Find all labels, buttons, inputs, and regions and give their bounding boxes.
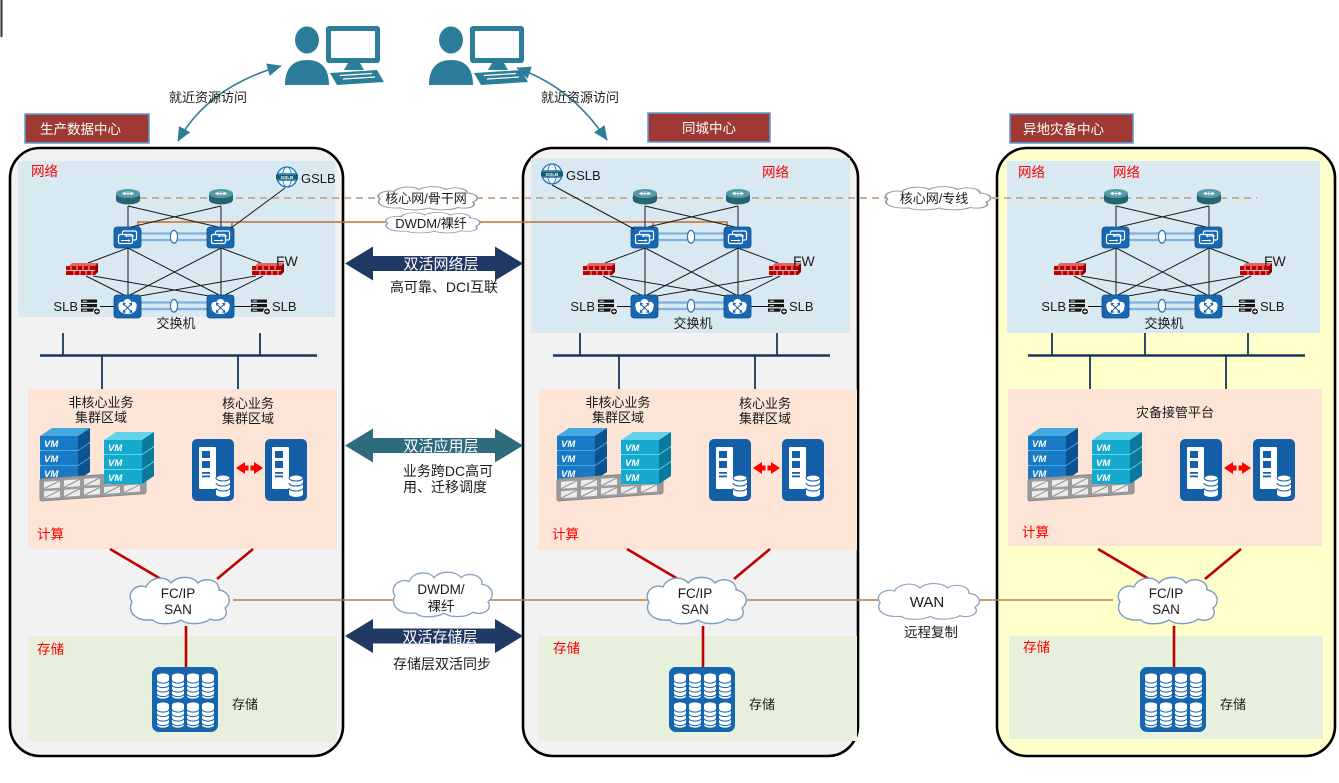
dc1-core-title1: 核心业务: [222, 396, 274, 411]
dc2-network-label: 网络: [762, 165, 790, 180]
wan-label: WAN: [910, 594, 944, 611]
dc3-network-label-right: 网络: [1113, 165, 1141, 180]
dc2-noncore-title2: 集群区域: [592, 410, 644, 425]
dc1-network-label: 网络: [31, 164, 58, 179]
dc3-dr-platform-title: 灾备接管平台: [1136, 405, 1214, 420]
dc3-compute-label: 计算: [1022, 525, 1049, 540]
dedicated-cloud-label: 核心网/专线: [900, 191, 969, 206]
backbone-cloud-label: 核心网/骨干网: [385, 191, 467, 206]
app-layer-label: 双活应用层: [403, 437, 478, 455]
dc1-noncore-title2: 集群区域: [75, 410, 127, 425]
access-arrow-1: [177, 63, 282, 142]
dc3-bus: [1028, 333, 1305, 389]
dc2-compute-label: 计算: [552, 527, 579, 542]
dwdm-top-label: DWDM/裸纤: [395, 216, 467, 231]
dc1-gslb-label: GSLB: [301, 171, 336, 186]
dc1-title: 生产数据中心: [24, 113, 150, 144]
svg-text:同城中心: 同城中心: [682, 121, 736, 136]
dc3-title: 异地灾备中心: [1009, 113, 1134, 144]
dc2-title: 同城中心: [647, 112, 771, 143]
access-label-1: 就近资源访问: [169, 90, 247, 105]
user-2: [428, 25, 529, 86]
dc1-storage-label: 存储: [37, 642, 64, 657]
dc2-noncore-title1: 非核心业务: [585, 395, 650, 410]
dwdm-mid-label1: DWDM/: [417, 582, 464, 597]
dc2-gslb-line: [551, 184, 635, 230]
user-1: [284, 25, 385, 86]
dc2-core-title2: 集群区域: [739, 411, 791, 426]
remote-replication-label: 远程复制: [904, 624, 958, 640]
dc1-noncore-title1: 非核心业务: [68, 395, 133, 410]
svg-text:生产数据中心: 生产数据中心: [40, 122, 121, 137]
dc2-core-title1: 核心业务: [739, 396, 791, 411]
storage-layer-label: 双活存储层: [402, 629, 477, 646]
network-layer-label: 双活网络层: [403, 256, 478, 273]
dc3-network-label-left: 网络: [1018, 165, 1046, 180]
app-layer-desc2: 用、迁移调度: [403, 479, 487, 495]
dc3-storage-label: 存储: [1023, 640, 1050, 655]
dc1-bus: [40, 333, 317, 389]
access-arrow-2: [516, 66, 608, 141]
svg-text:异地灾备中心: 异地灾备中心: [1023, 121, 1104, 137]
storage-layer-desc: 存储层双活同步: [393, 656, 491, 672]
network-layer-desc: 高可靠、DCI互联: [390, 279, 498, 295]
dwdm-mid-label2: 裸纤: [428, 599, 455, 614]
dc2-bus: [553, 333, 830, 389]
dc1-gslb-line: [230, 187, 286, 229]
access-label-2: 就近资源访问: [541, 90, 619, 105]
app-layer-desc1: 业务跨DC高可: [403, 463, 493, 479]
dc2-gslb-label: GSLB: [566, 168, 601, 183]
dc1-core-title2: 集群区域: [222, 411, 274, 426]
dc1-compute-label: 计算: [37, 527, 64, 542]
dc2-storage-label: 存储: [553, 641, 580, 656]
